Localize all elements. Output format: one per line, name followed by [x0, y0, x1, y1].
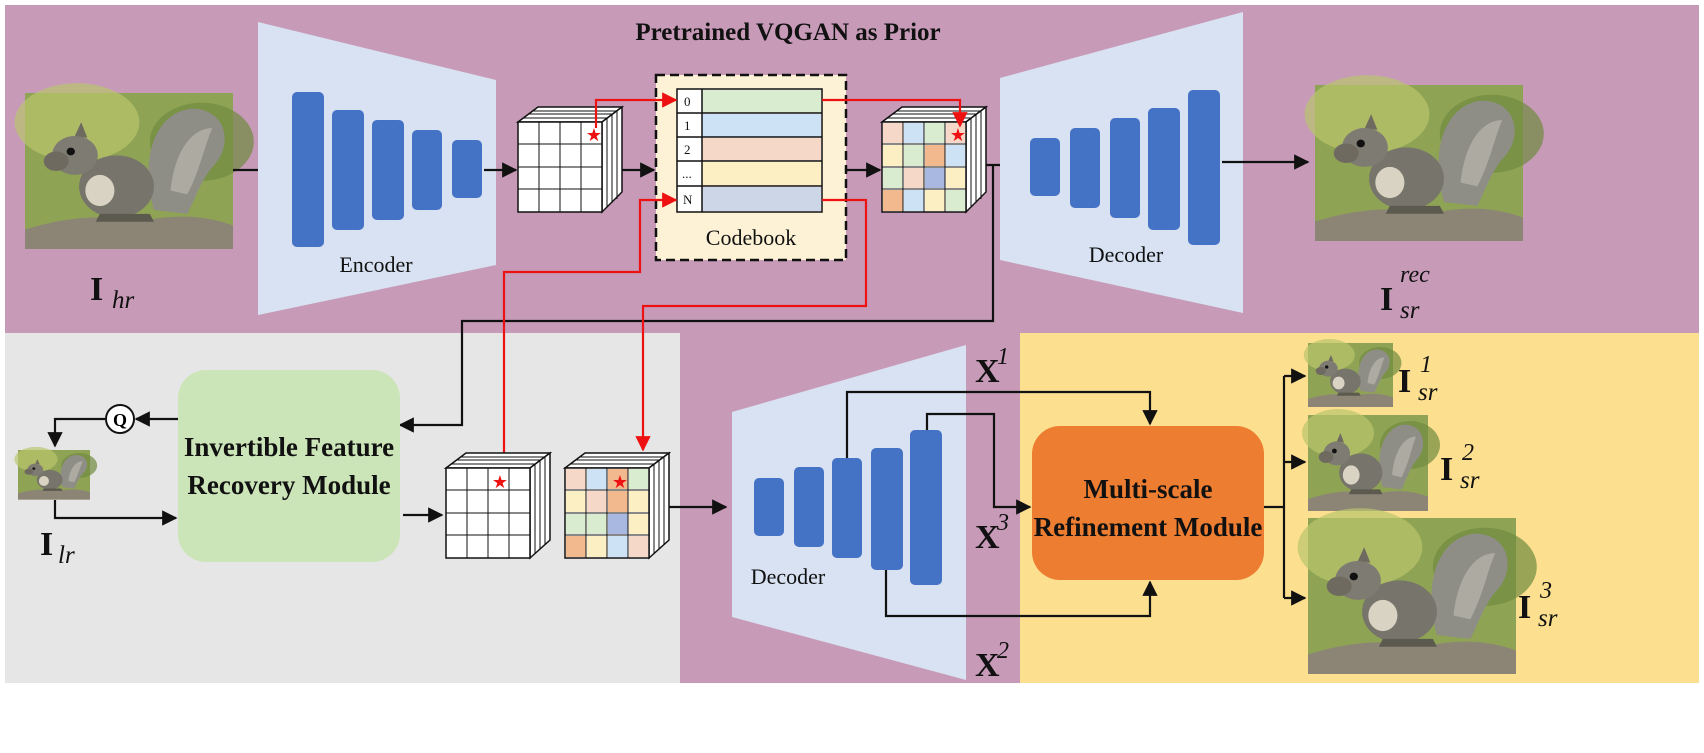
- recovered-feature-cube: ★: [443, 451, 553, 560]
- x3-label: X 3: [975, 510, 1009, 556]
- svg-text:X: X: [975, 647, 1000, 684]
- star-icon: ★: [492, 472, 508, 492]
- svg-text:I: I: [40, 526, 53, 563]
- svg-text:X: X: [975, 519, 1000, 556]
- svg-text:2: 2: [997, 638, 1009, 664]
- quantizer-node: Q: [105, 404, 135, 434]
- recovered-quantized-cube: ★: [562, 451, 672, 560]
- svg-text:I: I: [90, 271, 103, 308]
- svg-text:Refinement Module: Refinement Module: [1034, 512, 1263, 542]
- svg-text:sr: sr: [1400, 297, 1420, 324]
- arrow-lr-to-ifrm: [53, 500, 178, 526]
- sr2-label: I sr 2: [1440, 440, 1480, 494]
- svg-text:3: 3: [1539, 578, 1552, 604]
- svg-text:I: I: [1518, 589, 1531, 626]
- lr-image: [14, 446, 98, 500]
- svg-text:hr: hr: [112, 287, 135, 314]
- decoder-top-label: Decoder: [1089, 242, 1164, 267]
- decoder-bottom-bars: [754, 430, 942, 585]
- codebook-label: Codebook: [706, 225, 796, 250]
- decoder-bottom-label: Decoder: [751, 564, 826, 589]
- arrow-quantizer-to-lr: [47, 417, 105, 448]
- sr1-image: [1303, 339, 1402, 407]
- hr-label: I hr: [90, 271, 135, 314]
- decoder-top-bars: [1030, 90, 1220, 245]
- svg-text:X: X: [975, 353, 1000, 390]
- encoder-label: Encoder: [339, 252, 413, 277]
- svg-text:I: I: [1380, 281, 1393, 318]
- svg-text:1: 1: [997, 344, 1009, 370]
- svg-text:3: 3: [996, 510, 1009, 536]
- ifrm-module: Invertible Feature Recovery Module: [178, 370, 400, 562]
- arrow-x2: [884, 570, 1158, 618]
- arrow-quantized-to-ifrm: [398, 165, 995, 433]
- svg-text:Recovery Module: Recovery Module: [187, 470, 390, 500]
- encoder-bars: [292, 92, 482, 247]
- encoder-feature-cube: ★: [515, 105, 625, 214]
- msrm-module: Multi-scale Refinement Module: [1032, 426, 1264, 580]
- codebook-index-n: N: [683, 192, 693, 207]
- red-arrow-codebook-to-bottom-quantized: [635, 198, 868, 452]
- svg-text:sr: sr: [1538, 605, 1558, 632]
- reconstructed-image: [1304, 75, 1544, 241]
- svg-text:2: 2: [1462, 440, 1474, 466]
- red-arrow-codebook-to-quantized: [822, 98, 968, 128]
- codebook-index-0: 0: [684, 94, 691, 109]
- svg-text:sr: sr: [1460, 467, 1480, 494]
- sr3-label: I sr 3: [1518, 578, 1558, 632]
- svg-text:rec: rec: [1400, 262, 1430, 288]
- prior-title: Pretrained VQGAN as Prior: [635, 19, 940, 46]
- svg-text:1: 1: [1420, 352, 1432, 378]
- arrow-x3: [925, 412, 1032, 515]
- red-arrow-feature-to-codebook: [594, 92, 678, 128]
- svg-text:I: I: [1440, 451, 1453, 488]
- codebook: 0 1 2 ... N Codebook: [654, 73, 848, 262]
- star-icon: ★: [950, 125, 966, 145]
- svg-text:Q: Q: [113, 410, 127, 430]
- codebook-index-1: 1: [684, 118, 691, 133]
- sr2-image: [1302, 409, 1440, 511]
- x2-label: X 2: [975, 638, 1009, 684]
- rec-label: I sr rec: [1380, 262, 1430, 324]
- sr3-image: [1297, 508, 1537, 674]
- codebook-index-2: 2: [684, 142, 691, 157]
- svg-text:sr: sr: [1418, 379, 1438, 406]
- lr-label: I lr: [40, 526, 75, 569]
- x1-label: X 1: [975, 344, 1009, 390]
- svg-text:I: I: [1398, 363, 1411, 400]
- hr-image: [14, 83, 254, 249]
- arrow-x1: [845, 390, 1158, 458]
- sr1-label: I sr 1: [1398, 352, 1438, 406]
- codebook-index-dots: ...: [682, 166, 692, 181]
- svg-text:Invertible Feature: Invertible Feature: [184, 432, 394, 462]
- svg-text:lr: lr: [58, 542, 75, 569]
- svg-text:Multi-scale: Multi-scale: [1084, 474, 1213, 504]
- red-arrow-bottom-feature-to-codebook: [502, 192, 678, 453]
- star-icon: ★: [612, 472, 628, 492]
- star-icon: ★: [586, 125, 602, 145]
- quantized-feature-cube: ★: [879, 105, 989, 214]
